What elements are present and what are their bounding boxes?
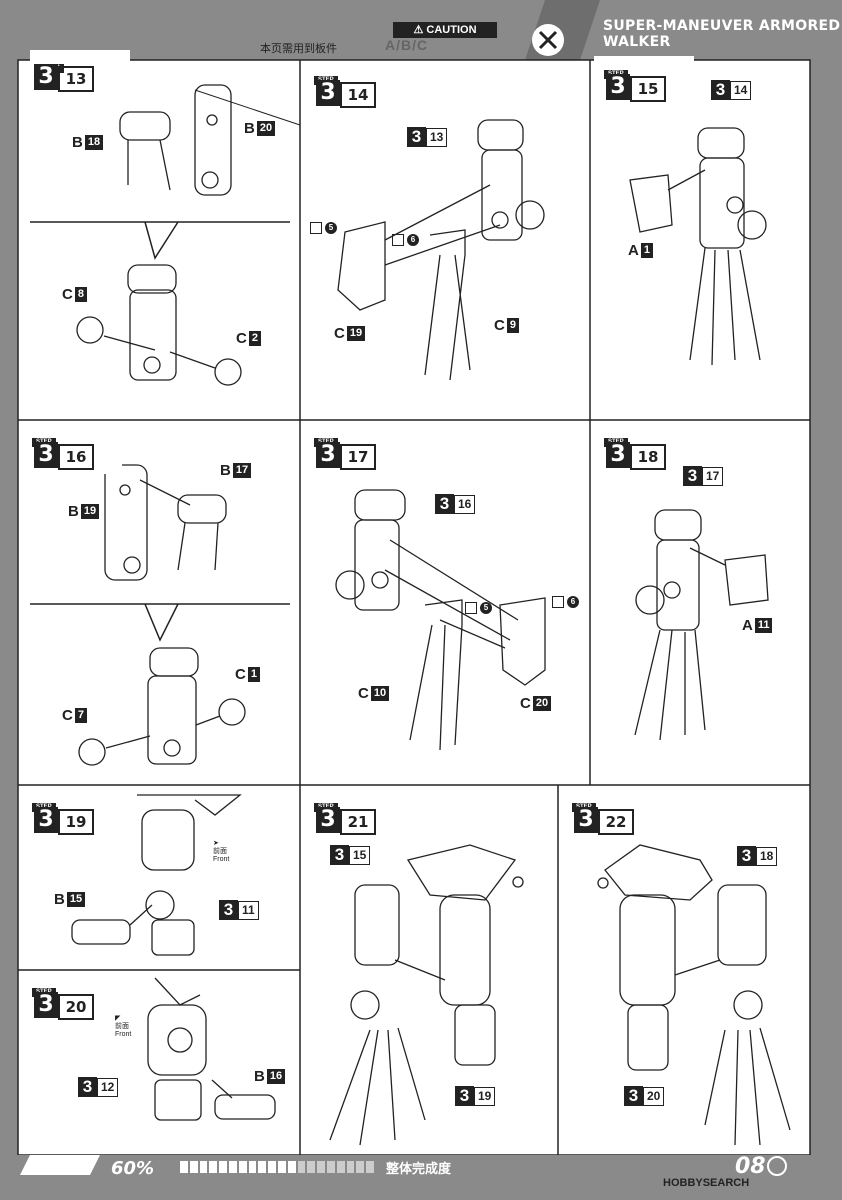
footer-bar (0, 1155, 842, 1200)
progress-bar (180, 1161, 374, 1173)
progress-segment (228, 1161, 237, 1173)
step-3-18: STEP 318 (594, 424, 694, 474)
progress-segment (248, 1161, 257, 1173)
nipper-mark-icon (310, 222, 322, 234)
progress-segment (180, 1161, 188, 1173)
progress-segment (287, 1161, 296, 1173)
progress-segment (268, 1161, 276, 1173)
cut-mark-5: 5 (310, 222, 337, 234)
arrow-icon: ➤ (213, 840, 219, 847)
step-3-16: STEP 316 (22, 424, 122, 474)
uses-runners-label: 本页需用到板件 (260, 43, 337, 55)
progress-segment (297, 1161, 306, 1173)
runner-list: A/B/C (385, 37, 429, 53)
cut-mark-5-s17: 5 (465, 602, 492, 614)
completion-percent: 60% (111, 1158, 155, 1179)
completion-label: 整体完成度 (386, 1161, 452, 1176)
nipper-mark-icon (465, 602, 477, 614)
progress-segment (317, 1161, 325, 1173)
progress-segment (219, 1161, 227, 1173)
step-3-15: STEP 315 (594, 56, 694, 106)
caution-badge: ⚠ CAUTION (393, 22, 497, 38)
step-3-20: STEP 320 (22, 974, 122, 1024)
step-3-13: STEP 313 (30, 50, 130, 100)
step-3-19: STEP 319 (22, 789, 122, 839)
progress-segment (356, 1161, 365, 1173)
page-number: 08 (735, 1154, 766, 1179)
arrow-icon: ◤ (115, 1015, 121, 1022)
step-3-21: STEP 321 (304, 789, 404, 839)
progress-segment (336, 1161, 345, 1173)
page-title: SUPER-MANEUVER ARMORED WALKER (603, 18, 841, 50)
progress-segment (238, 1161, 247, 1173)
step-3-17: STEP 317 (304, 424, 404, 474)
step-3-14: STEP 314 (304, 62, 404, 112)
progress-segment (366, 1161, 374, 1173)
progress-segment (209, 1161, 218, 1173)
nipper-mark-icon (552, 596, 564, 608)
progress-segment (346, 1161, 355, 1173)
progress-segment (277, 1161, 286, 1173)
watermark: HOBBYSEARCH (663, 1177, 750, 1189)
logo-icon (767, 1156, 787, 1176)
progress-segment (307, 1161, 316, 1173)
progress-segment (326, 1161, 335, 1173)
progress-segment (189, 1161, 198, 1173)
cut-mark-6: 6 (392, 234, 419, 246)
nipper-mark-icon (392, 234, 404, 246)
progress-segment (199, 1161, 208, 1173)
cut-mark-6-s17: 6 (552, 596, 579, 608)
progress-segment (258, 1161, 267, 1173)
step-3-22: STEP 322 (562, 789, 662, 839)
nipper-icon (525, 0, 600, 60)
